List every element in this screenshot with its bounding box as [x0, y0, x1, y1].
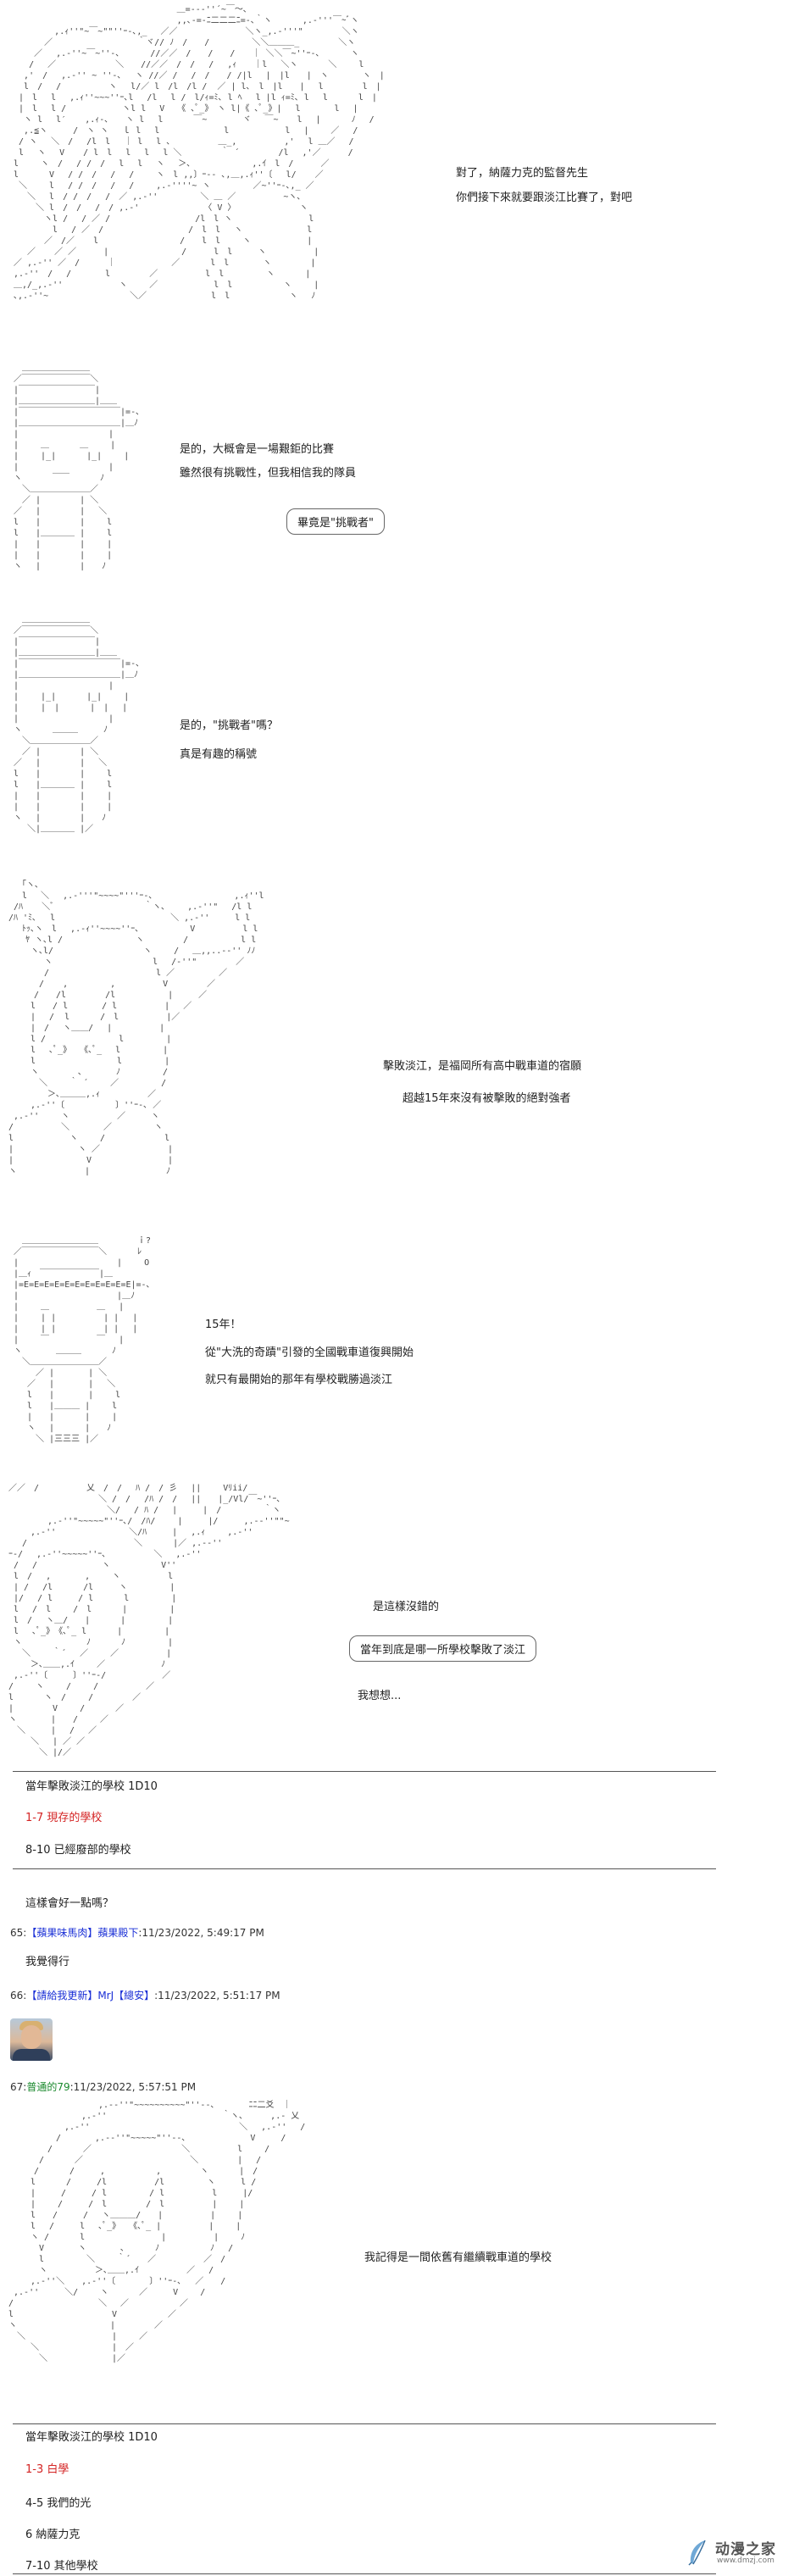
divider	[13, 2573, 716, 2574]
ascii-art-scene-2: ＿＿＿＿＿＿＿＿ ／￣￣￣￣￣￣￣￣＼ |￣￣￣￣￣￣￣￣￣| |＿＿＿＿＿＿＿…	[14, 364, 141, 571]
dialogue-line: 我想想...	[358, 1690, 402, 1702]
post-number: 65:	[10, 1927, 27, 1939]
roll-option: 1-7 現存的學校	[25, 1812, 103, 1824]
post-header: 65:【蘋果味馬肉】蘋果殿下:11/23/2022, 5:49:17 PM	[10, 1925, 264, 1940]
dialogue-line: 是這樣沒錯的	[373, 1601, 440, 1613]
watermark-title: 动漫之家	[715, 2541, 776, 2558]
dialogue-line: 就只有最開始的那年有學校戰勝過淡江	[205, 1374, 393, 1386]
dialogue-line: 對了，納薩力克的監督先生	[456, 167, 589, 180]
post-number: 67:	[10, 2081, 27, 2093]
roll-option: 1-3 白學	[25, 2463, 69, 2476]
ascii-art-scene-5: ＿＿＿＿＿＿＿＿＿ ｉ? ／￣￣￣￣￣￣￣￣￣＼ ﾚ | | O |＿ｨ ￣￣￣…	[14, 1236, 152, 1444]
roll-option: 8-10 已經廢部的學校	[25, 1844, 131, 1857]
avatar-face	[21, 2025, 42, 2049]
divider	[13, 1868, 716, 1869]
post-timestamp: :11/23/2022, 5:51:17 PM	[154, 1990, 280, 2001]
dialogue-line: 雖然很有挑戰性，但我相信我的隊員	[180, 467, 357, 480]
divider	[13, 1771, 716, 1772]
ascii-art-scene-6: ／／ / 乂 / / ﾊ / / 彡 || Vﾘii/ ＼ / / /ﾊ / /…	[8, 1484, 290, 1757]
dialogue-line: 從"大洗的奇蹟"引發的全國戰車道復興開始	[205, 1346, 414, 1359]
speech-bubble: 當年到底是哪一所學校擊敗了淡江	[349, 1635, 537, 1662]
post-header: 67:普通的79:11/23/2022, 5:57:51 PM	[10, 2079, 196, 2094]
dialogue-line: 你們接下來就要跟淡江比賽了，對吧	[456, 192, 633, 204]
watermark-url: www.dmzj.com	[717, 2557, 774, 2565]
divider	[13, 2423, 716, 2424]
dialogue-line: 真是有趣的稱號	[180, 748, 258, 761]
dialogue-line: 擊敗淡江，是福岡所有高中戰車道的宿願	[383, 1060, 582, 1073]
dialogue-line: 超越15年來沒有被擊敗的絕對強者	[402, 1092, 571, 1105]
dialogue-line: 是的，大概會是一場艱鉅的比賽	[180, 443, 335, 456]
post-body: 我覺得行	[25, 1956, 70, 1968]
roll-option: 6 納薩力克	[25, 2529, 80, 2541]
dialogue-line: 15年！	[205, 1319, 242, 1331]
feather-icon	[688, 2540, 706, 2566]
roll-title: 當年擊敗淡江的學校 1D10	[25, 2431, 158, 2444]
dialogue-line: 是的，"挑戰者"嗎？	[180, 719, 278, 732]
dialogue-line: 我記得是一間依舊有繼續戰車道的學校	[364, 2251, 552, 2264]
post-user-link[interactable]: 普通的79	[26, 2081, 70, 2093]
roll-option: 7-10 其他學校	[25, 2560, 98, 2573]
post-header: 66:【請給我更新】MrJ【總安】:11/23/2022, 5:51:17 PM	[10, 1988, 280, 2002]
post-user-link[interactable]: 【蘋果味馬肉】蘋果殿下	[26, 1927, 139, 1939]
post-timestamp: :11/23/2022, 5:49:17 PM	[138, 1927, 264, 1939]
ascii-art-scene-3: ＿＿＿＿＿＿＿＿ ／￣￣￣￣￣￣￣￣＼ |￣￣￣￣￣￣￣￣￣| |＿＿＿＿＿＿＿…	[14, 615, 141, 834]
ascii-art-scene-7: ,.-‐''"~~~~~~~~~~"''‐-､ ﾆﾆ二爻 ｜ ,.-'' ｀ヽ､…	[8, 2101, 306, 2363]
avatar	[10, 2018, 53, 2061]
ascii-art-scene-1: ＿=--‐''´~￣～､ ,,､-=‐ﾆ二二二ﾆ=-､｀ヽ ,.-'''￣~ﾞヽ…	[14, 5, 385, 301]
comment-question: 這樣會好一點嗎？	[25, 1897, 114, 1910]
roll-option: 4-5 我們的光	[25, 2497, 92, 2510]
post-timestamp: :11/23/2022, 5:57:51 PM	[69, 2081, 197, 2093]
post-user-link[interactable]: 【請給我更新】MrJ【總安】	[26, 1990, 155, 2001]
ascii-art-scene-4: ｢ヽ､ l ＼ ,.-'''"~~~~"'''ｰ-､ ,.ｨ''l /ﾊ ＼ﾞ …	[8, 880, 264, 1176]
avatar-shirt	[13, 2049, 50, 2061]
speech-bubble: 畢竟是"挑戰者"	[286, 508, 385, 535]
site-watermark: 动漫之家 www.dmzj.com	[686, 2534, 801, 2571]
roll-title: 當年擊敗淡江的學校 1D10	[25, 1780, 158, 1793]
post-number: 66:	[10, 1990, 27, 2001]
